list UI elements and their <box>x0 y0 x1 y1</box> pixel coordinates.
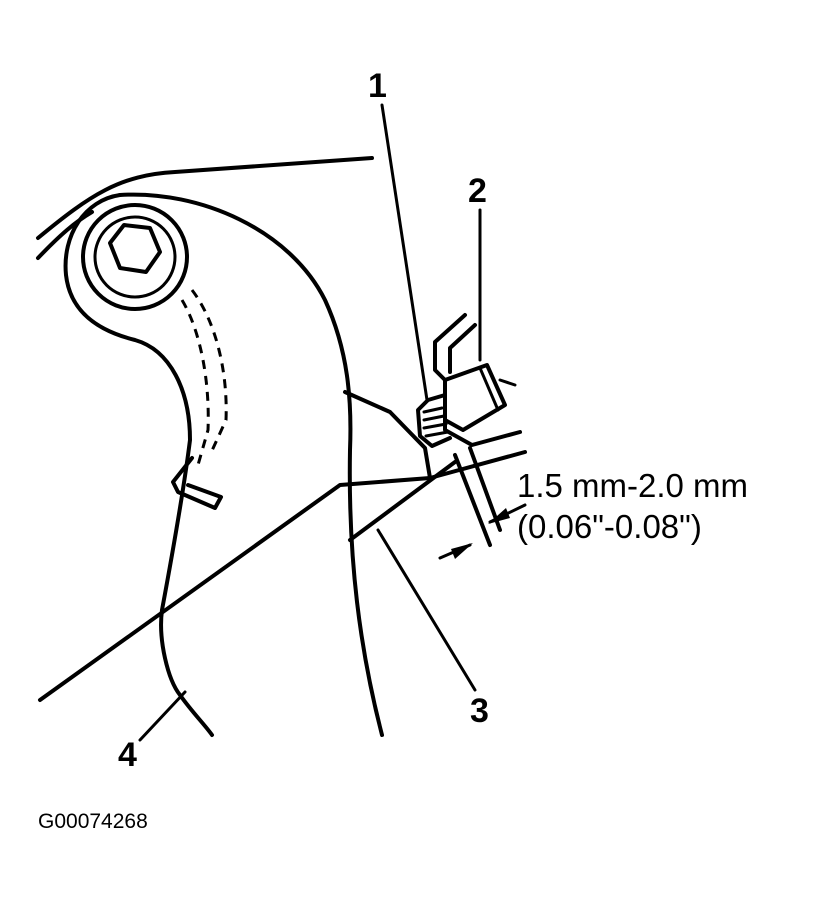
pivot-arm <box>63 192 384 737</box>
clearance-spec-imperial: (0.06"-0.08") <box>517 508 702 545</box>
bracket <box>433 313 522 547</box>
clearance-spec-metric: 1.5 mm-2.0 mm <box>517 467 748 504</box>
hook-tab <box>171 456 223 510</box>
figure-code: G00074268 <box>38 810 148 833</box>
upper-body-outline <box>36 156 374 260</box>
adjusting-nut <box>416 363 517 448</box>
hex-bolt <box>81 203 189 311</box>
callout-2: 2 <box>468 172 487 210</box>
leader-lines <box>138 103 482 742</box>
clearance-arrows <box>438 503 527 560</box>
hidden-lines <box>180 289 228 466</box>
callout-1: 1 <box>368 67 387 105</box>
callout-4: 4 <box>118 736 137 774</box>
callout-3: 3 <box>470 692 489 730</box>
